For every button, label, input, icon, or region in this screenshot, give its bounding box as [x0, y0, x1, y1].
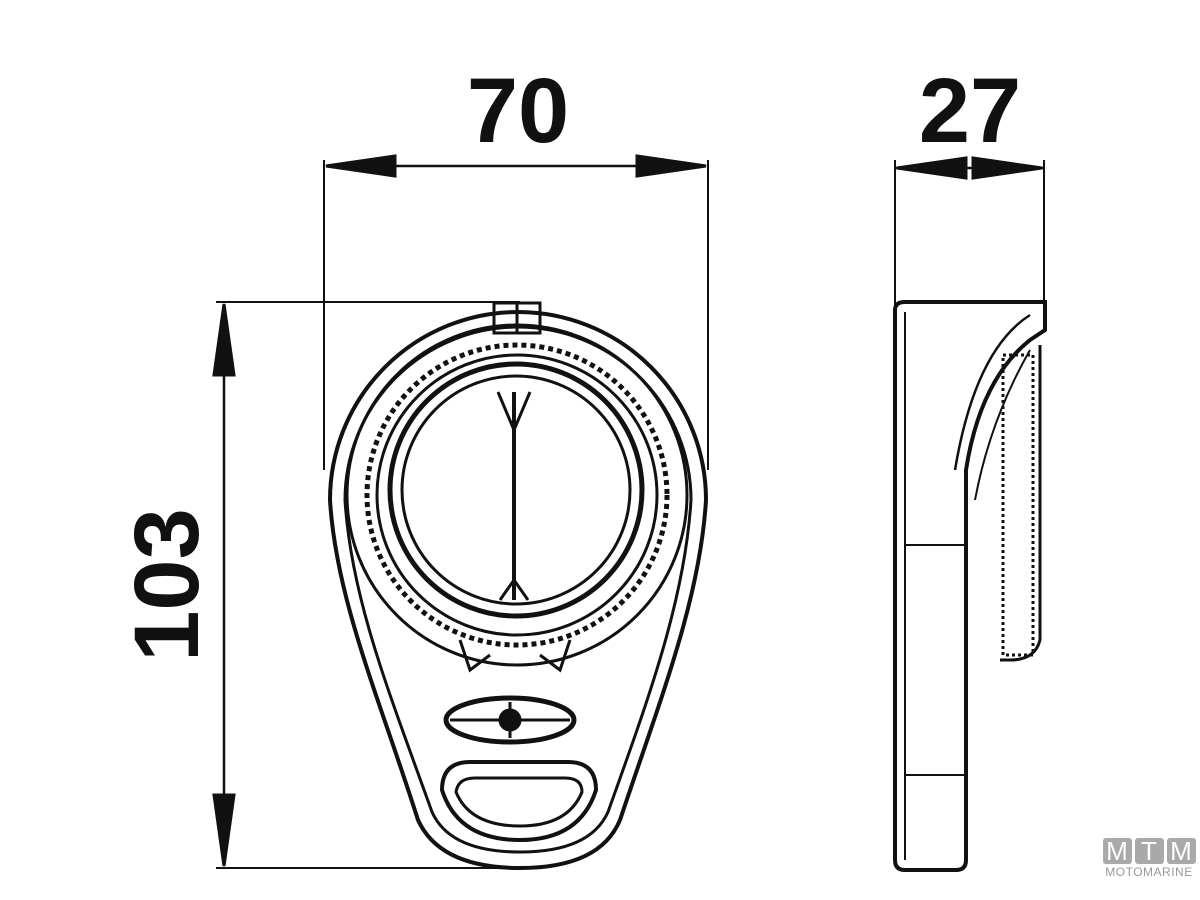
side-view [893, 300, 1047, 872]
dimension-depth [894, 156, 1045, 305]
width-label: 70 [467, 60, 569, 162]
front-view [327, 301, 709, 871]
height-label: 103 [116, 508, 218, 662]
depth-label: 27 [919, 60, 1021, 162]
logo-letter: T [1134, 838, 1164, 864]
logo-letter: M [1166, 838, 1196, 864]
dimension-height [212, 301, 520, 869]
dimension-width [323, 154, 709, 470]
logo-subtitle: MOTOMARINE [1105, 865, 1193, 879]
brand-logo: M T M MOTOMARINE [1102, 838, 1196, 879]
logo-letter: M [1102, 838, 1132, 864]
